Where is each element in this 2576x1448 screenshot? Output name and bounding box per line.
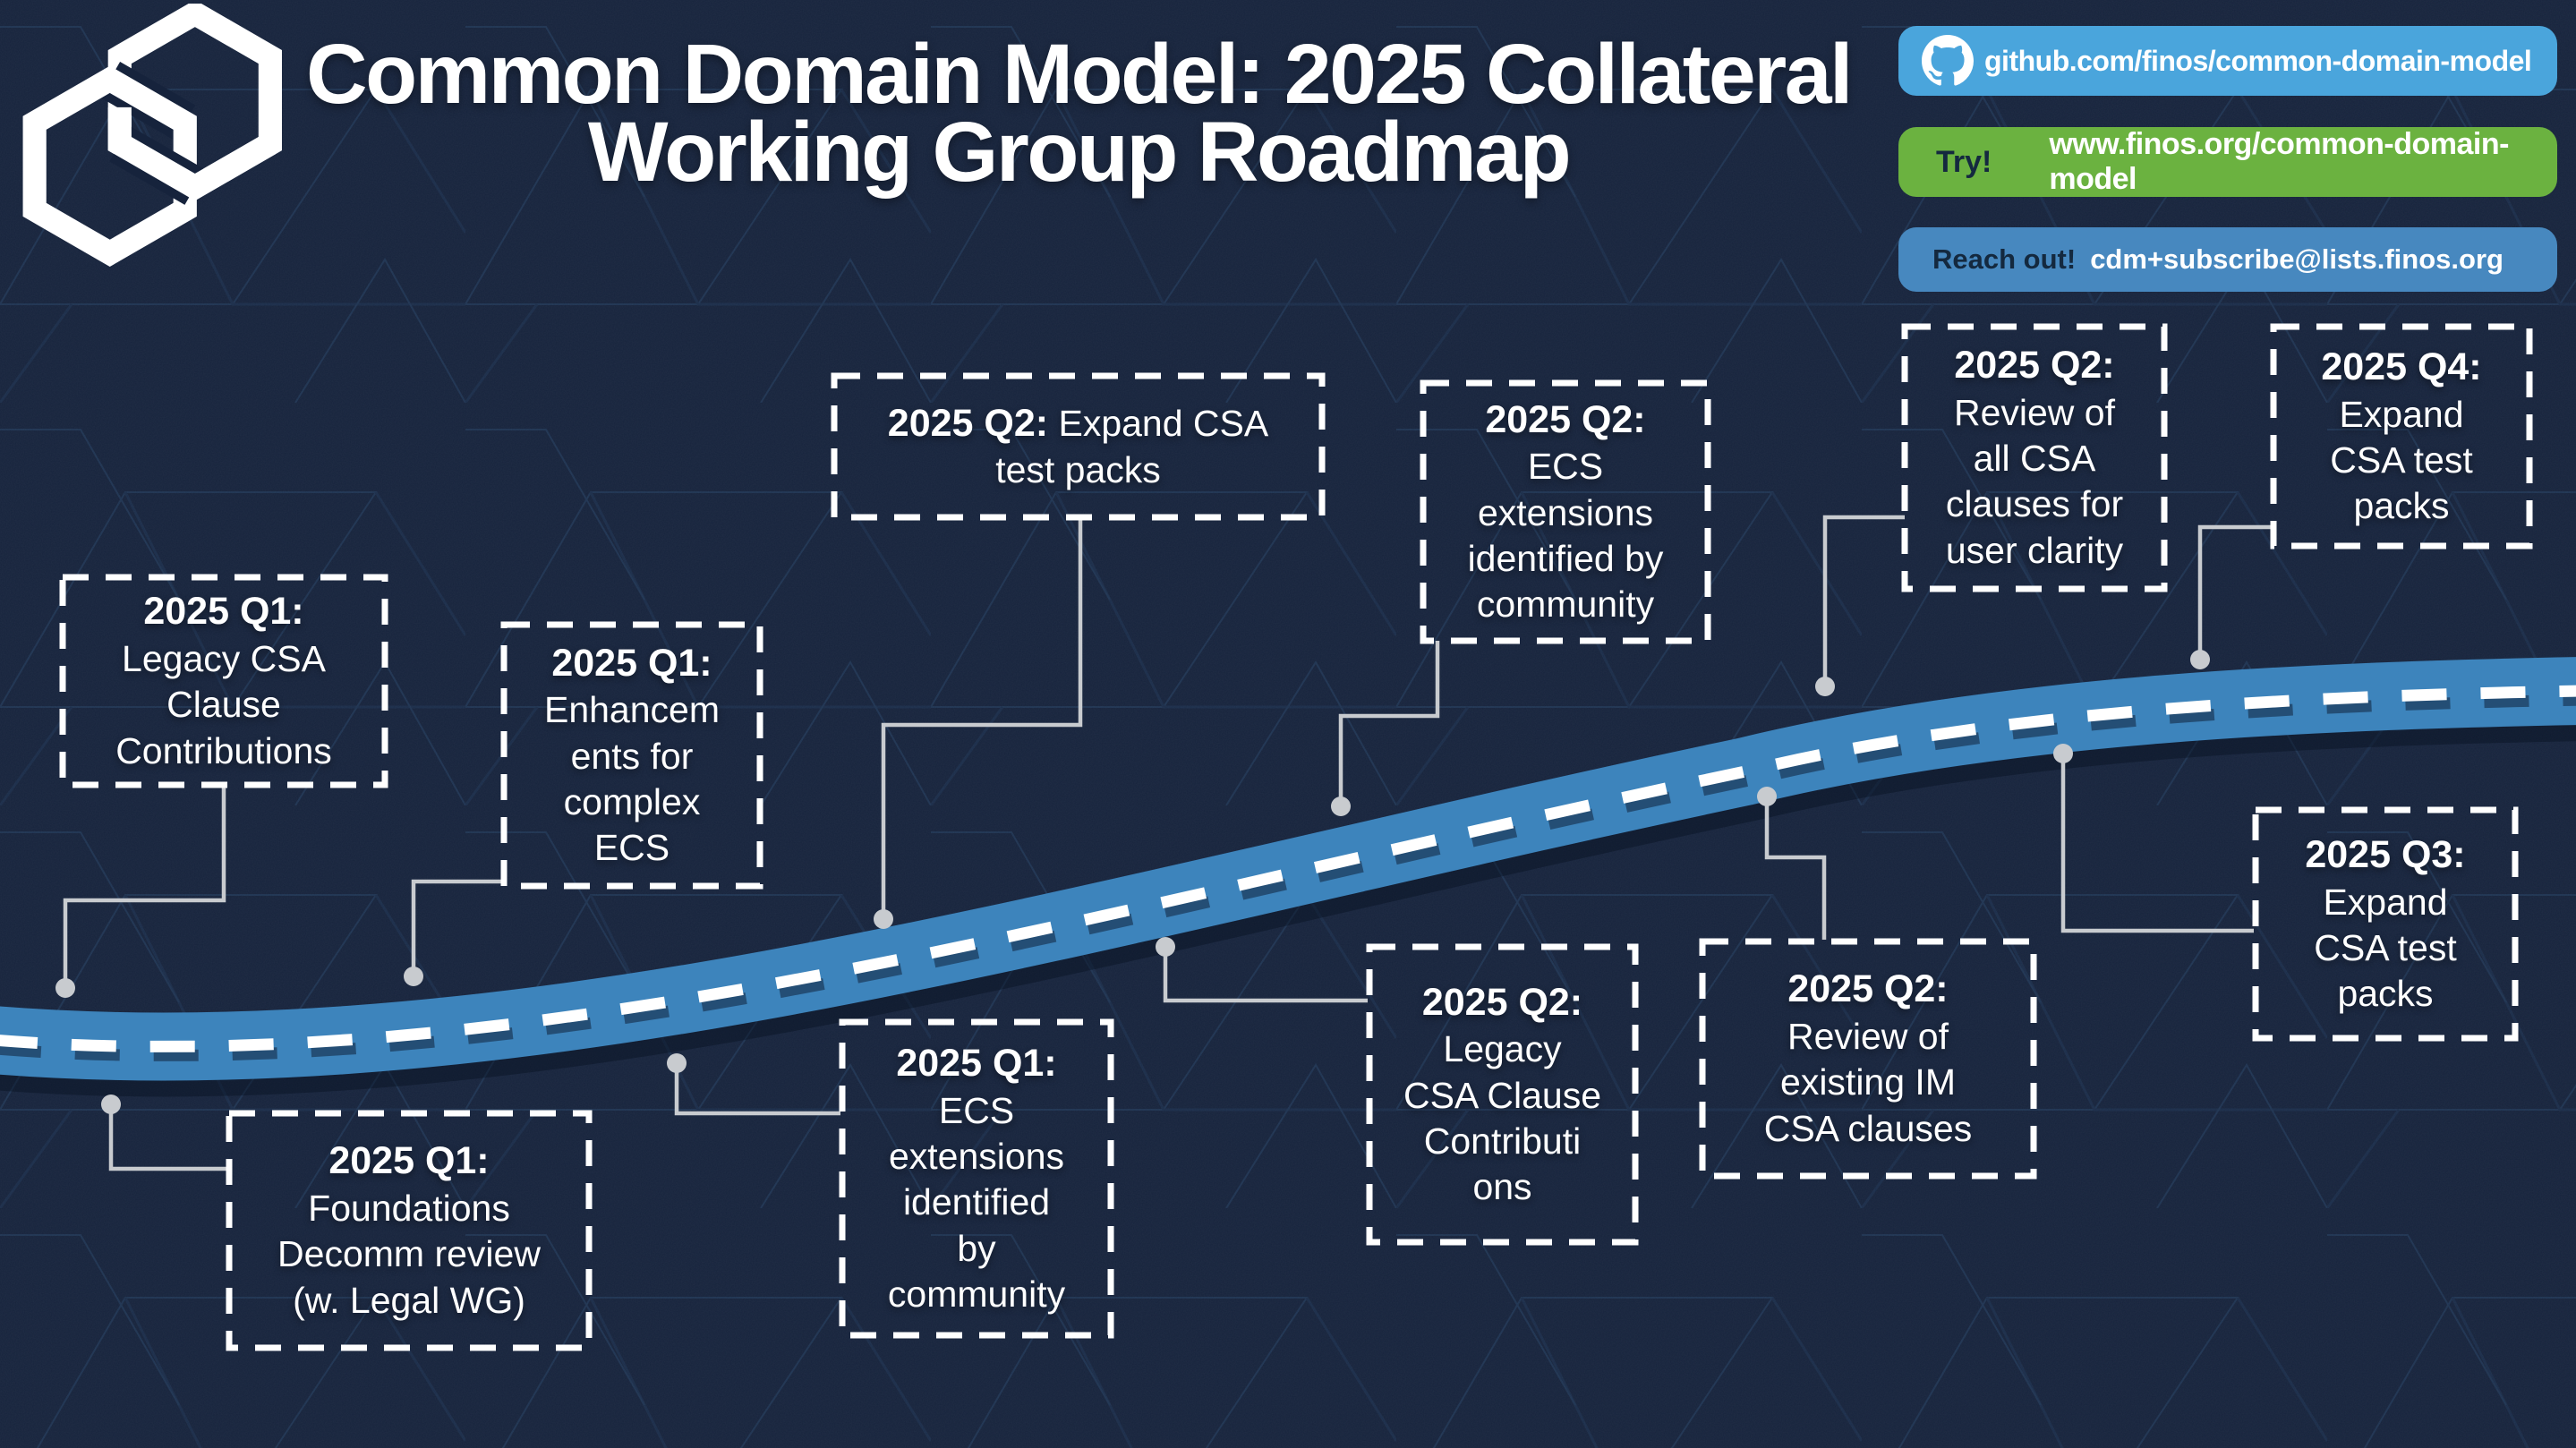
page-title: Common Domain Model: 2025 Collateral Wor… [277, 27, 1880, 200]
milestone-box-q4-expand-test-packs [2270, 323, 2533, 549]
github-url-label: github.com/finos/common-domain-model [1984, 44, 2532, 77]
connector-line-q1-ecs-extensions [674, 1069, 840, 1116]
milestone-box-q2-legacy-csa [1366, 943, 1639, 1246]
milestone-box-q2-review-im [1699, 938, 2037, 1180]
road-centerline [0, 685, 2576, 1052]
milestone-text: Expand CSA test packs [2330, 393, 2473, 527]
milestone-text: Legacy CSA Clause Contributions [115, 638, 332, 771]
page-title-line2: Working Group Roadmap [587, 105, 1572, 200]
milestone-text: ECS extensions identified by community [887, 1089, 1066, 1315]
milestone-box-q1-enhancements [500, 621, 763, 890]
connector-line-q2-ecs-extensions [1338, 641, 1440, 801]
connector-dot-q4-expand-test-packs [2190, 650, 2210, 669]
link-pills: github.com/finos/common-domain-model Try… [1898, 26, 2557, 292]
milestone-box-q3-expand-test-packs [2252, 806, 2519, 1042]
milestone-q2-review-im: 2025 Q2: Review of existing IM CSA clause… [1702, 941, 2034, 1176]
connector-line-q1-enhancements [411, 879, 504, 971]
milestone-quarter-label: 2025 Q1: [551, 641, 712, 685]
milestone-text: Review of existing IM CSA clauses [1763, 1016, 1973, 1149]
connector-dot-q2-ecs-extensions [1331, 796, 1351, 816]
milestone-q1-enhancements: 2025 Q1:Enhancem ents for complex ECS [504, 625, 760, 886]
page-title-line1: Common Domain Model: 2025 Collateral [306, 27, 1853, 122]
cdm-hexagon-logo [22, 4, 282, 268]
try-link-pill[interactable]: Try! www.finos.org/common-domain-model [1898, 127, 2557, 197]
github-link-pill[interactable]: github.com/finos/common-domain-model [1898, 26, 2557, 96]
milestone-box-q1-foundations [226, 1110, 593, 1351]
reach-out-prefix-label: Reach out! [1932, 243, 2077, 275]
milestone-quarter-label: 2025 Q2: [1485, 397, 1646, 441]
milestone-box-q2-review-all-csa [1901, 323, 2168, 592]
connector-line-q1-foundations [108, 1110, 227, 1171]
road-centerline-shadow [0, 694, 2576, 1061]
connector-dot-q2-legacy-csa [1156, 937, 1175, 957]
milestone-quarter-label: 2025 Q2: [1954, 344, 2115, 388]
milestone-q2-review-all-csa: 2025 Q2:Review of all CSA clauses for us… [1905, 327, 2164, 589]
milestone-q2-ecs-extensions: 2025 Q2: ECS extensions identified by com… [1423, 383, 1708, 641]
milestone-quarter-label: 2025 Q4: [2321, 345, 2482, 388]
connector-line-q4-expand-test-packs [2197, 524, 2273, 654]
milestone-text: ECS extensions identified by community [1467, 446, 1664, 626]
connector-dot-q1-ecs-extensions [667, 1053, 687, 1073]
reach-out-pill[interactable]: Reach out! cdm+subscribe@lists.finos.org [1898, 227, 2557, 292]
connector-line-q3-expand-test-packs [2060, 759, 2254, 933]
milestone-quarter-label: 2025 Q1: [328, 1139, 490, 1183]
milestone-q3-expand-test-packs: 2025 Q3: Expand CSA test packs [2256, 810, 2515, 1038]
connector-line-q2-review-all-csa [1822, 515, 1905, 681]
connector-line-q2-expand-test-packs [881, 517, 1083, 914]
connector-dot-q1-enhancements [404, 967, 423, 986]
connector-line-q2-legacy-csa [1163, 952, 1368, 1003]
connector-dot-q1-foundations [101, 1095, 121, 1114]
connector-dot-q3-expand-test-packs [2053, 744, 2073, 763]
milestone-quarter-label: 2025 Q2: [887, 401, 1049, 445]
milestone-quarter-label: 2025 Q2: [1421, 980, 1583, 1024]
connector-line-q1-legacy-csa [63, 786, 226, 983]
milestone-text: Enhancem ents for complex ECS [543, 689, 720, 869]
milestone-quarter-label: 2025 Q1: [143, 590, 304, 634]
milestone-box-q2-expand-test-packs [831, 372, 1326, 521]
milestone-q2-expand-test-packs: 2025 Q2: Expand CSA test packs [834, 376, 1322, 517]
connector-dot-q2-expand-test-packs [874, 909, 893, 929]
milestone-q1-foundations: 2025 Q1: Foundations Decomm review (w. Le… [229, 1113, 589, 1348]
milestone-text: 2025 Q2: Expand CSA test packs [887, 401, 1269, 491]
milestone-text: Legacy CSA Clause Contributi ons [1403, 1028, 1602, 1208]
milestone-q2-legacy-csa: 2025 Q2:Legacy CSA Clause Contributi ons [1369, 947, 1635, 1242]
milestone-quarter-label: 2025 Q1: [896, 1042, 1057, 1085]
connector-dot-q1-legacy-csa [55, 978, 75, 998]
try-prefix-label: Try! [1936, 144, 1992, 179]
milestone-text: Foundations Decomm review (w. Legal WG) [277, 1188, 541, 1321]
milestone-q1-ecs-extensions: 2025 Q1:ECS extensions identified by com… [842, 1022, 1111, 1335]
milestone-box-q1-legacy-csa [59, 574, 388, 788]
milestone-q4-expand-test-packs: 2025 Q4: Expand CSA test packs [2273, 327, 2529, 546]
milestone-quarter-label: 2025 Q2: [1787, 967, 1949, 1011]
try-url-label: www.finos.org/common-domain-model [2049, 127, 2509, 196]
reach-out-email-label: cdm+subscribe@lists.finos.org [2090, 243, 2503, 275]
connector-dot-q2-review-im [1757, 787, 1777, 806]
milestone-box-q2-ecs-extensions [1420, 379, 1711, 644]
connector-dot-q2-review-all-csa [1815, 677, 1835, 696]
github-octocat-icon [1922, 35, 1974, 86]
connector-layer [55, 515, 2273, 1171]
milestone-text: Expand CSA test packs [2314, 881, 2457, 1015]
milestone-box-q1-ecs-extensions [839, 1018, 1114, 1339]
milestone-box-layer [59, 323, 2533, 1351]
milestone-q1-legacy-csa: 2025 Q1:Legacy CSA Clause Contributions [63, 577, 385, 785]
milestone-quarter-label: 2025 Q3: [2305, 832, 2466, 876]
milestone-text: Review of all CSA clauses for user clari… [1945, 391, 2124, 571]
connector-line-q2-review-im [1764, 802, 1827, 940]
